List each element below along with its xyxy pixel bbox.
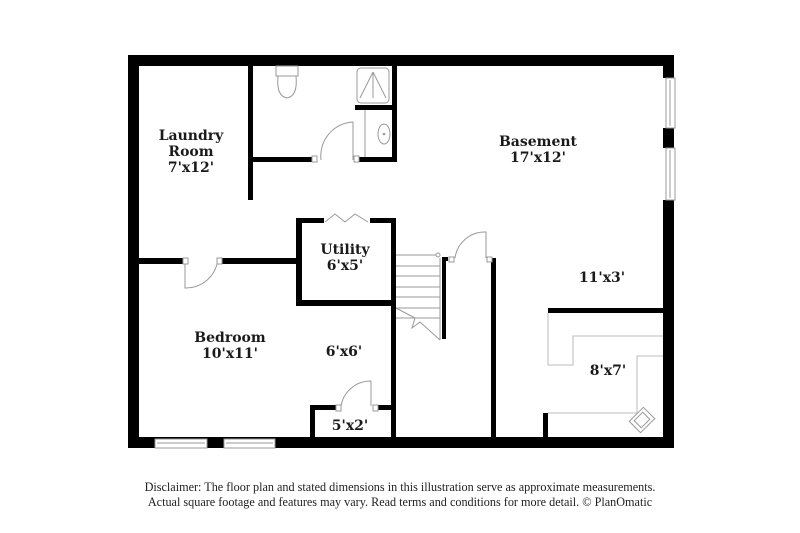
- utility-name: Utility: [320, 242, 370, 258]
- room-label-5x2: 5'x2': [332, 418, 368, 434]
- bedroom-name: Bedroom: [194, 330, 266, 346]
- laundry-dims: 7'x12': [167, 160, 215, 176]
- room-label-bedroom: Bedroom 10'x11': [194, 330, 265, 362]
- room-label-basement: Basement 17'x12': [499, 134, 577, 166]
- laundry-name-line2: Room: [168, 144, 214, 160]
- bedroom-dims: 10'x11': [202, 346, 258, 362]
- room-label-6x6: 6'x6': [326, 344, 362, 360]
- area-8x7-dims: 8'x7': [589, 363, 627, 379]
- utility-dims: 6'x5': [326, 258, 364, 274]
- room-label-utility: Utility 6'x5': [320, 242, 369, 274]
- utility-sink-icon: [628, 406, 656, 434]
- toilet-icon: [275, 65, 299, 99]
- counter-8x7-outline: [547, 313, 663, 414]
- bedroom-windows: [154, 438, 276, 449]
- basement-dims: 17'x12': [510, 150, 566, 166]
- disclaimer-line1: Disclaimer: The floor plan and stated di…: [144, 480, 656, 494]
- room-label-laundry: Laundry Room 7'x12': [159, 128, 224, 176]
- room-label-8x7: 8'x7': [590, 363, 626, 379]
- closet-6x6-dims: 6'x6': [325, 344, 363, 360]
- bathroom-sink-icon: [364, 110, 391, 157]
- door-swings: [182, 121, 493, 412]
- area-11x3-dims: 11'x3': [578, 270, 626, 286]
- laundry-name-line1: Laundry: [158, 128, 224, 144]
- shower-icon: [356, 67, 390, 104]
- right-windows: [665, 77, 676, 201]
- stairs-icon: [395, 252, 441, 341]
- disclaimer: Disclaimer: The floor plan and stated di…: [0, 480, 800, 510]
- disclaimer-line2: Actual square footage and features may v…: [147, 495, 653, 509]
- basement-name: Basement: [498, 134, 578, 150]
- closet-5x2-dims: 5'x2': [331, 418, 369, 434]
- room-label-11x3: 11'x3': [579, 270, 625, 286]
- interior-walls: [136, 62, 666, 448]
- exterior-walls: [128, 55, 674, 448]
